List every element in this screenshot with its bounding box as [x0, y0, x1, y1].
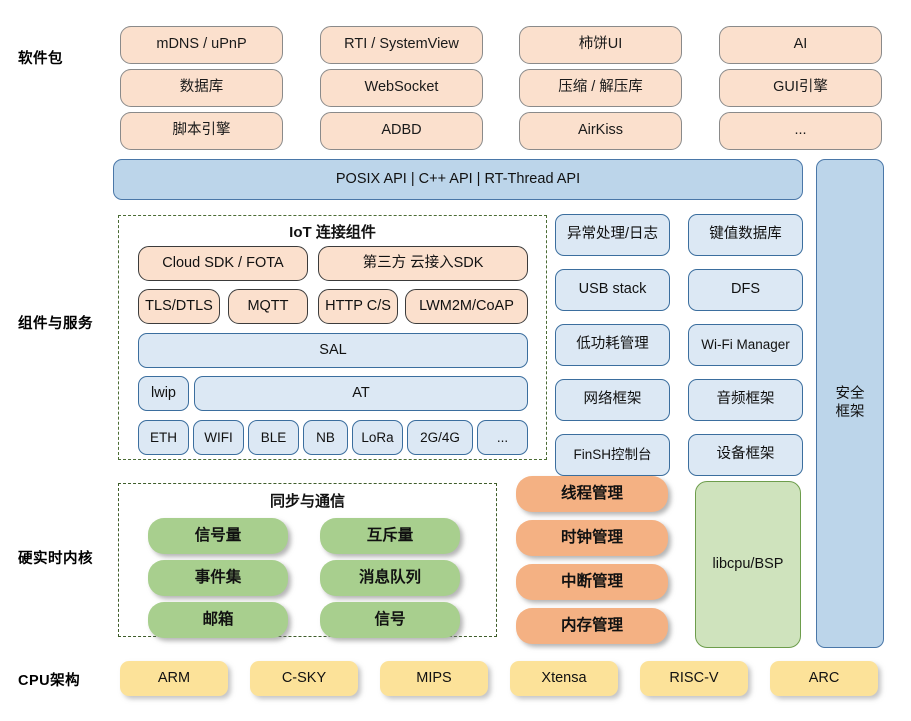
package-box[interactable]: 数据库 [120, 69, 283, 107]
iot-box[interactable]: HTTP C/S [318, 289, 398, 324]
iot-link-box[interactable]: LoRa [352, 420, 403, 455]
iot-sal-box[interactable]: SAL [138, 333, 528, 368]
security-framework-box[interactable]: 安全 框架 [816, 159, 884, 648]
cpu-arch-box[interactable]: Xtensa [510, 661, 618, 696]
iot-connectivity-group [118, 215, 547, 460]
iot-box[interactable]: LWM2M/CoAP [405, 289, 528, 324]
service-box[interactable]: 键值数据库 [688, 214, 803, 256]
kernel-sync-box[interactable]: 事件集 [148, 560, 288, 596]
row-label-components: 组件与服务 [18, 315, 93, 332]
package-box[interactable]: AI [719, 26, 882, 64]
package-box[interactable]: RTI / SystemView [320, 26, 483, 64]
service-box[interactable]: 异常处理/日志 [555, 214, 670, 256]
iot-link-box[interactable]: ... [477, 420, 528, 455]
libcpu-bsp-box[interactable]: libcpu/BSP [695, 481, 801, 648]
iot-at-box[interactable]: AT [194, 376, 528, 411]
iot-box[interactable]: 第三方 云接入SDK [318, 246, 528, 281]
package-box[interactable]: mDNS / uPnP [120, 26, 283, 64]
kernel-sync-box[interactable]: 信号 [320, 602, 460, 638]
iot-box[interactable]: MQTT [228, 289, 308, 324]
iot-box[interactable]: Cloud SDK / FOTA [138, 246, 308, 281]
api-bar[interactable]: POSIX API | C++ API | RT-Thread API [113, 159, 803, 200]
kernel-management-box[interactable]: 线程管理 [516, 476, 668, 512]
kernel-management-box[interactable]: 内存管理 [516, 608, 668, 644]
package-box[interactable]: ... [719, 112, 882, 150]
service-box[interactable]: 音频框架 [688, 379, 803, 421]
kernel-sync-box[interactable]: 信号量 [148, 518, 288, 554]
sync-communication-group [118, 483, 497, 637]
service-box[interactable]: 低功耗管理 [555, 324, 670, 366]
row-label-packages: 软件包 [18, 50, 63, 67]
service-box[interactable]: 设备框架 [688, 434, 803, 476]
package-box[interactable]: WebSocket [320, 69, 483, 107]
package-box[interactable]: GUI引擎 [719, 69, 882, 107]
service-box[interactable]: FinSH控制台 [555, 434, 670, 476]
cpu-arch-box[interactable]: ARC [770, 661, 878, 696]
kernel-sync-box[interactable]: 互斥量 [320, 518, 460, 554]
iot-link-box[interactable]: NB [303, 420, 348, 455]
package-box[interactable]: 压缩 / 解压库 [519, 69, 682, 107]
row-label-cpu: CPU架构 [18, 672, 81, 689]
iot-link-box[interactable]: ETH [138, 420, 189, 455]
kernel-sync-box[interactable]: 邮箱 [148, 602, 288, 638]
iot-link-box[interactable]: 2G/4G [407, 420, 473, 455]
kernel-management-box[interactable]: 时钟管理 [516, 520, 668, 556]
package-box[interactable]: 柿饼UI [519, 26, 682, 64]
iot-lwip-box[interactable]: lwip [138, 376, 189, 411]
cpu-arch-box[interactable]: RISC-V [640, 661, 748, 696]
cpu-arch-box[interactable]: ARM [120, 661, 228, 696]
row-label-kernel: 硬实时内核 [18, 550, 93, 567]
iot-box[interactable]: TLS/DTLS [138, 289, 220, 324]
kernel-sync-box[interactable]: 消息队列 [320, 560, 460, 596]
kernel-management-box[interactable]: 中断管理 [516, 564, 668, 600]
package-box[interactable]: 脚本引擎 [120, 112, 283, 150]
iot-link-box[interactable]: BLE [248, 420, 299, 455]
cpu-arch-box[interactable]: MIPS [380, 661, 488, 696]
iot-link-box[interactable]: WIFI [193, 420, 244, 455]
cpu-arch-box[interactable]: C-SKY [250, 661, 358, 696]
iot-group-title: IoT 连接组件 [289, 223, 376, 241]
service-box[interactable]: 网络框架 [555, 379, 670, 421]
sync-group-title: 同步与通信 [269, 492, 345, 510]
package-box[interactable]: ADBD [320, 112, 483, 150]
service-box[interactable]: DFS [688, 269, 803, 311]
service-box[interactable]: Wi-Fi Manager [688, 324, 803, 366]
service-box[interactable]: USB stack [555, 269, 670, 311]
package-box[interactable]: AirKiss [519, 112, 682, 150]
